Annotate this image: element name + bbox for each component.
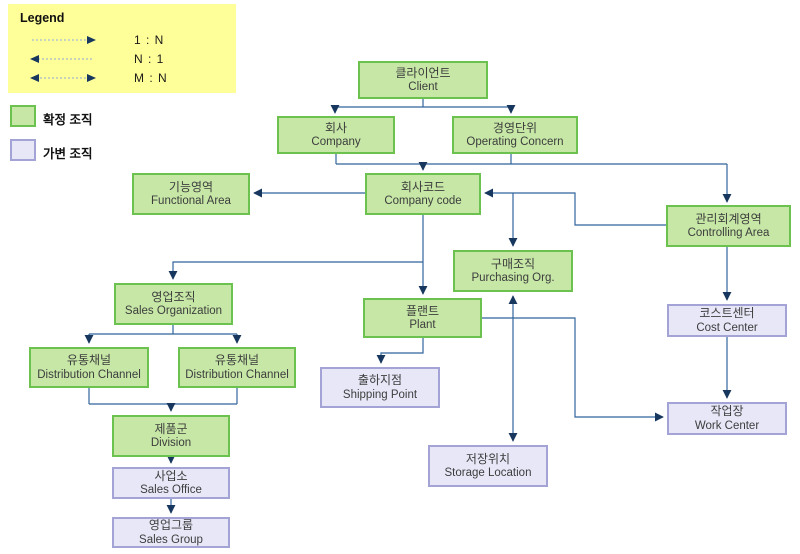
connector-company-code-sales-org (168, 261, 423, 280)
node-operating-concern-en: Operating Concern (466, 136, 564, 149)
legend-label-n1: N : 1 (134, 51, 165, 66)
node-company-ko: 회사 (324, 120, 348, 135)
node-storage-location-ko: 저장위치 (465, 451, 511, 466)
node-storage-location: 저장위치 Storage Location (428, 445, 548, 487)
arrow-right-icon (32, 35, 96, 44)
node-dist-channel-left-en: Distribution Channel (37, 368, 141, 381)
connector-plant-work-center (482, 317, 664, 422)
node-company-code: 회사코드 Company code (365, 173, 481, 215)
node-sales-org: 영업조직 Sales Organization (114, 283, 233, 325)
legend: Legend 1 : N N : 1 M : N (8, 4, 236, 93)
node-company-en: Company (311, 136, 361, 149)
legend-label-mn: M : N (134, 70, 168, 85)
node-dist-channel-right-en: Distribution Channel (185, 368, 289, 381)
node-shipping-point-ko: 출하지점 (357, 373, 403, 388)
node-cost-center: 코스트센터 Cost Center (667, 304, 787, 337)
node-dist-channel-right-ko: 유통채널 (214, 353, 260, 368)
arrow-left-icon (30, 54, 94, 63)
legend-label-1n: 1 : N (134, 32, 165, 47)
node-client-ko: 클라이언트 (395, 65, 451, 80)
node-shipping-point: 출하지점 Shipping Point (320, 367, 440, 408)
node-sales-office-en: Sales Office (140, 484, 202, 497)
node-work-center: 작업장 Work Center (667, 402, 787, 435)
node-client-en: Client (408, 81, 438, 94)
node-work-center-en: Work Center (694, 419, 760, 432)
node-controlling-area-ko: 관리회계영역 (695, 211, 762, 226)
node-cost-center-en: Cost Center (696, 321, 758, 334)
node-functional-area-en: Functional Area (151, 195, 231, 208)
node-purchasing-org-en: Purchasing Org. (471, 272, 555, 285)
node-operating-concern-ko: 경영단위 (492, 120, 538, 135)
node-sales-group: 영업그룹 Sales Group (112, 517, 230, 548)
legend-title: Legend (20, 11, 65, 25)
node-controlling-area: 관리회계영역 Controlling Area (666, 205, 791, 247)
node-operating-concern: 경영단위 Operating Concern (452, 116, 578, 154)
connector-controlling-area-company-code (484, 188, 666, 226)
node-division: 제품군 Division (112, 415, 230, 457)
arrow-both-icon (30, 73, 96, 82)
node-dist-channel-left-ko: 유통채널 (66, 353, 112, 368)
node-controlling-area-en: Controlling Area (687, 227, 770, 240)
node-sales-org-en: Sales Organization (124, 305, 223, 318)
confirmed-org-label: 확정 조직 (43, 113, 93, 127)
node-shipping-point-en: Shipping Point (342, 388, 418, 401)
node-sales-group-ko: 영업그룹 (148, 518, 194, 533)
node-plant-en: Plant (409, 319, 436, 332)
node-company-code-ko: 회사코드 (400, 179, 446, 194)
node-client: 클라이언트 Client (358, 61, 488, 99)
node-sales-office-ko: 사업소 (154, 468, 188, 483)
node-division-ko: 제품군 (154, 421, 188, 436)
node-company: 회사 Company (277, 116, 395, 154)
node-division-en: Division (150, 437, 192, 450)
node-plant-ko: 플랜트 (405, 303, 440, 318)
node-dist-channel-right: 유통채널 Distribution Channel (178, 347, 296, 388)
node-functional-area: 기능영역 Functional Area (132, 173, 250, 215)
node-dist-channel-left: 유통채널 Distribution Channel (29, 347, 149, 388)
node-cost-center-ko: 코스트센터 (699, 306, 755, 321)
node-sales-office: 사업소 Sales Office (112, 467, 230, 499)
legend-row-1n: 1 : N (20, 30, 236, 49)
node-plant: 플랜트 Plant (363, 298, 482, 338)
node-purchasing-org-ko: 구매조직 (490, 256, 536, 271)
node-storage-location-en: Storage Location (444, 467, 532, 480)
node-work-center-ko: 작업장 (710, 404, 744, 419)
node-functional-area-ko: 기능영역 (168, 179, 214, 194)
legend-row-mn: M : N (20, 68, 236, 87)
node-purchasing-org: 구매조직 Purchasing Org. (453, 250, 573, 292)
node-sales-group-en: Sales Group (139, 533, 203, 546)
variable-org-label: 가변 조직 (43, 147, 93, 161)
confirmed-org-swatch (10, 105, 36, 127)
node-company-code-en: Company code (384, 195, 462, 208)
variable-org-swatch (10, 139, 36, 161)
connector-plant-shipping-point (376, 338, 424, 364)
node-sales-org-ko: 영업조직 (151, 289, 196, 304)
legend-row-n1: N : 1 (20, 49, 236, 68)
